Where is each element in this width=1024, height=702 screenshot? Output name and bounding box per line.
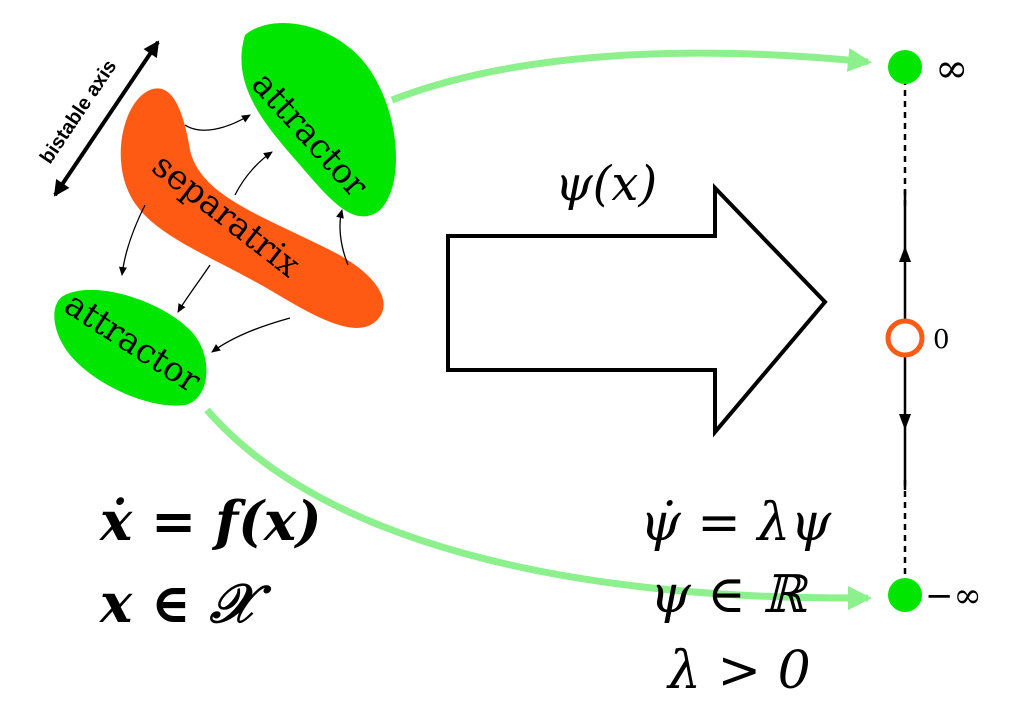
map-arrow-bottom [204, 407, 872, 611]
flow-arrow [336, 209, 349, 266]
flow-arrows [118, 114, 349, 353]
fixed-point-infinity [888, 50, 922, 84]
transform-arrow [446, 183, 828, 438]
attractor-bottom: attractor [54, 284, 208, 406]
flow-arrow [177, 264, 211, 313]
zero-label: 0 [933, 325, 950, 355]
equation-lambda-positive: λ > 0 [666, 641, 811, 701]
transform-label: ψ(x) [555, 156, 657, 212]
equation-linear-dynamics: ψ̇ = λψ [640, 493, 832, 553]
double-arrow-icon [53, 40, 160, 197]
infinity-label: ∞ [935, 46, 968, 92]
map-arrow-top [390, 48, 872, 104]
equation-state-space: x ∈ 𝒳 [99, 571, 272, 635]
neg-infinity-label: −∞ [925, 576, 982, 616]
attractor-bottom-region [54, 289, 207, 406]
phase-line: ∞ 0 −∞ [885, 46, 982, 616]
fixed-point-neg-infinity [888, 578, 922, 612]
arrow-up-icon [899, 246, 911, 262]
equation-real-line: ψ ∈ ℝ [650, 565, 809, 625]
equation-dynamics: ẋ = f(x) [99, 489, 322, 553]
flow-arrow [118, 204, 146, 276]
flow-arrow [211, 317, 291, 353]
bistable-axis-label: bistable axis [36, 56, 121, 168]
flow-arrow [184, 114, 251, 131]
equations: ẋ = f(x) x ∈ 𝒳 ψ̇ = λψ ψ ∈ ℝ λ > 0 [99, 489, 832, 701]
flow-arrow [234, 151, 273, 196]
attractor-top: attractor [241, 22, 397, 217]
unstable-fixed-point [885, 318, 925, 358]
separatrix-region [120, 88, 384, 328]
attractor-top-region [241, 22, 397, 217]
arrow-down-icon [899, 414, 911, 430]
